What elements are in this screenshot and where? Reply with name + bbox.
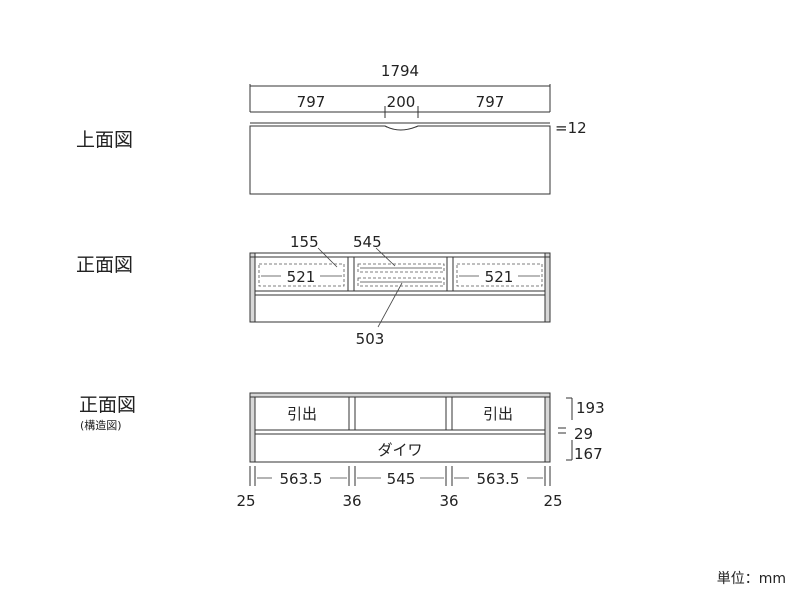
- structure-outline: [249, 392, 551, 463]
- front-center-lower: [357, 277, 445, 287]
- callout-503: 503: [356, 330, 385, 348]
- front-drawer-right: [456, 263, 543, 287]
- structure-view-title: 正面図: [79, 394, 136, 416]
- structure-side-right: [544, 392, 551, 463]
- dim-right-width: 563.5: [477, 470, 520, 488]
- dim-left-width: 563.5: [280, 470, 323, 488]
- dim-drawer-right: 521: [485, 268, 514, 286]
- structure-view: 正面図 (構造図) 引出 引出 ダイワ 193 29 167: [79, 392, 605, 510]
- dim-side-left: 25: [236, 492, 255, 510]
- dim-thickness: =12: [555, 119, 587, 137]
- dim-side-right: 25: [543, 492, 562, 510]
- front-center-upper: [357, 263, 445, 273]
- dim-total: 1794: [381, 62, 419, 80]
- top-view-title: 上面図: [76, 129, 133, 151]
- front-view: 正面図 521 521 155 545 503: [76, 233, 551, 348]
- leader-545: [375, 247, 396, 267]
- dim-height-top: 193: [576, 399, 605, 417]
- label-drawer-left: 引出: [287, 405, 317, 423]
- label-drawer-right: 引出: [483, 405, 513, 423]
- dim-drawer-left: 521: [287, 268, 316, 286]
- dim-left: 797: [297, 93, 326, 111]
- dim-height-bottom: 167: [574, 445, 603, 463]
- dim-partition-right: 36: [439, 492, 458, 510]
- front-side-right: [544, 252, 551, 323]
- unit-label: 単位：mm: [717, 571, 786, 587]
- front-drawer-left: [258, 263, 345, 287]
- leader-503: [377, 282, 403, 328]
- top-board: [249, 125, 551, 195]
- dim-center-width: 545: [387, 470, 416, 488]
- front-view-title: 正面図: [76, 254, 133, 276]
- leader-155: [317, 247, 338, 268]
- label-dial: ダイワ: [377, 441, 422, 459]
- structure-top-board: [249, 392, 551, 398]
- dim-partition-left: 36: [342, 492, 361, 510]
- structure-view-subtitle: (構造図): [80, 418, 122, 432]
- top-view: 上面図 1794 797 200 797 =12: [76, 62, 587, 195]
- structure-side-left: [249, 392, 256, 463]
- front-side-left: [249, 252, 256, 323]
- dim-center: 200: [387, 93, 416, 111]
- dim-height-mid: 29: [574, 425, 593, 443]
- callout-155: 155: [290, 233, 319, 251]
- dim-right: 797: [476, 93, 505, 111]
- callout-545: 545: [353, 233, 382, 251]
